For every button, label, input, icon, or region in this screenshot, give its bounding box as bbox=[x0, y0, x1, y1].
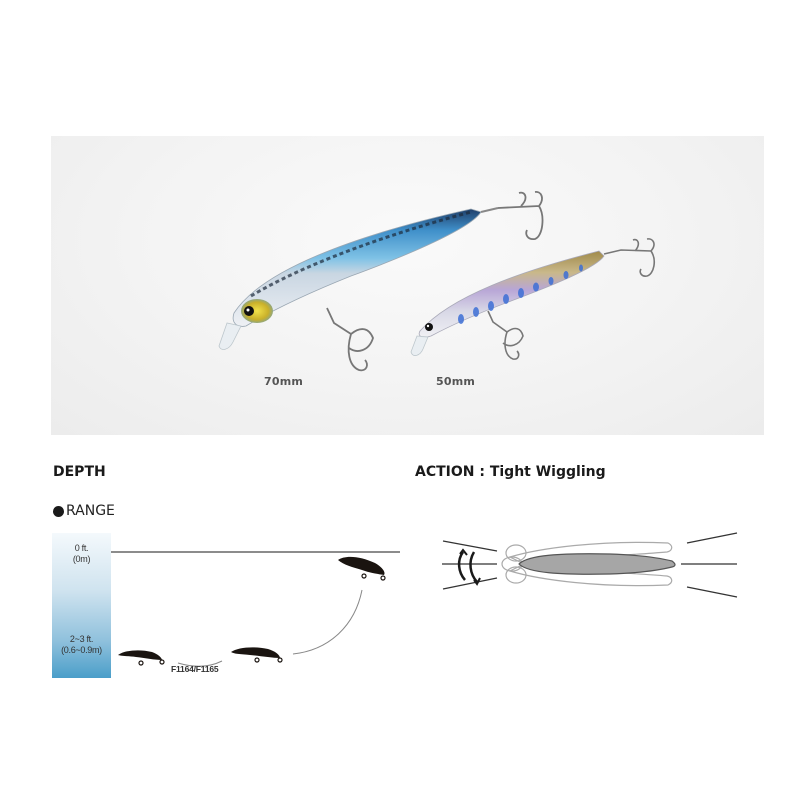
swim-path-segment bbox=[292, 589, 363, 655]
action-title: ACTION : Tight Wiggling bbox=[415, 464, 606, 480]
lure-body-topview bbox=[518, 553, 676, 575]
bottom-depth-m: (0.6~0.9m) bbox=[61, 645, 102, 655]
depth-title: DEPTH bbox=[53, 464, 106, 480]
lure-illustrations bbox=[218, 191, 656, 372]
surface-depth-m: (0m) bbox=[72, 554, 91, 564]
lure-70mm bbox=[218, 191, 544, 372]
water-depth-bar bbox=[52, 533, 111, 678]
bottom-depth-ft: 2~3 ft. bbox=[69, 634, 94, 644]
wiggle-arrow-icon bbox=[457, 548, 481, 586]
lure-silhouette-deep bbox=[118, 650, 165, 666]
size-label-50mm: 50mm bbox=[436, 375, 476, 388]
lure-silhouette-mid bbox=[231, 647, 283, 663]
size-label-70mm: 70mm bbox=[264, 375, 304, 388]
surface-depth-ft: 0 ft. bbox=[74, 543, 89, 553]
lure-50mm bbox=[410, 238, 656, 360]
right-motion-lines bbox=[681, 532, 738, 598]
model-numbers: F1164/F1165 bbox=[171, 664, 219, 674]
swim-path-segment bbox=[177, 660, 223, 667]
bullet-dot-icon bbox=[53, 505, 64, 517]
range-label: RANGE bbox=[66, 503, 115, 519]
lure-silhouette-surface bbox=[338, 556, 386, 581]
product-photo: 70mm 50mm bbox=[51, 136, 764, 435]
range-legend: RANGE bbox=[53, 503, 115, 519]
